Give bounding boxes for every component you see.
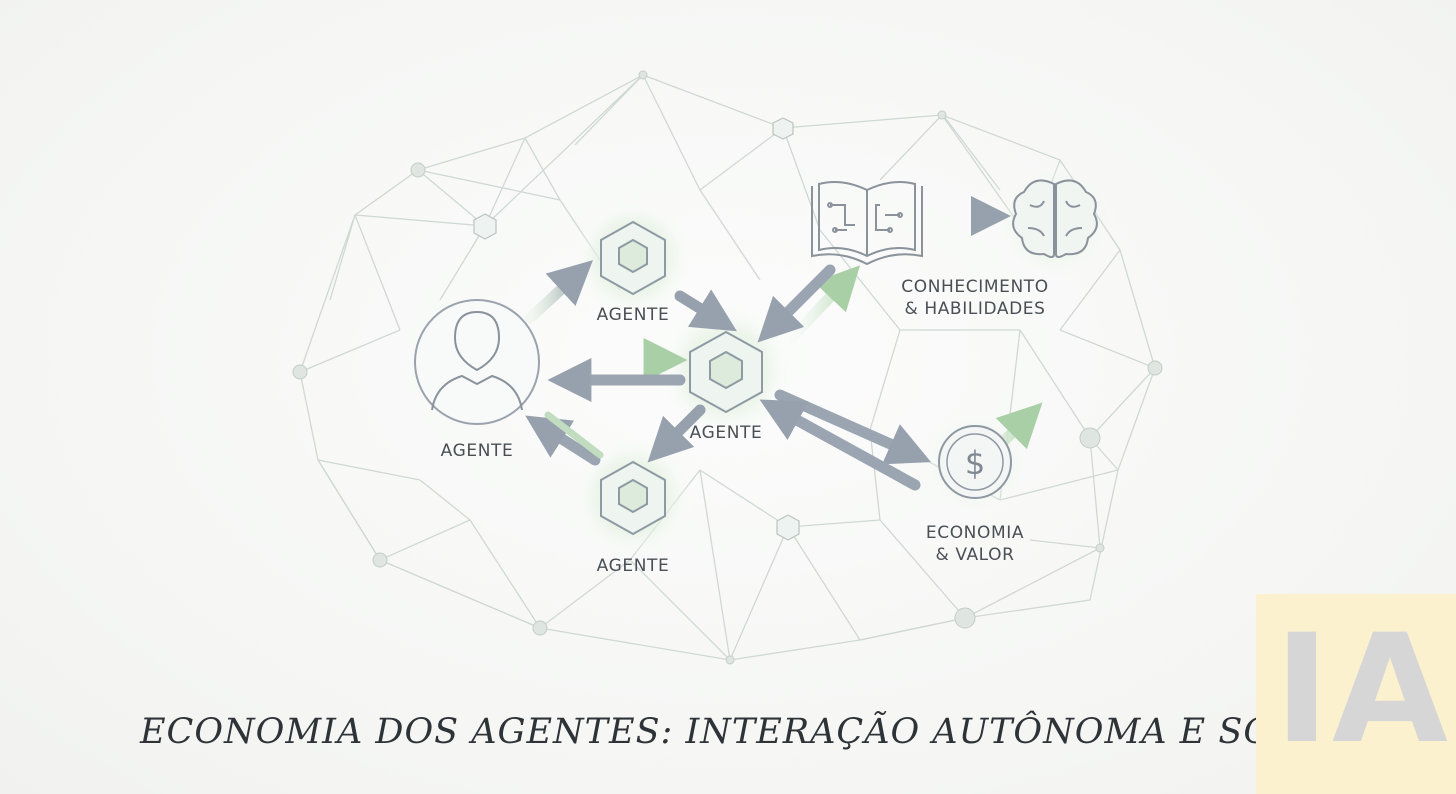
economy-label: ECONOMIA & VALOR: [925, 523, 1025, 565]
brain-icon: [1012, 179, 1098, 258]
ia-badge-text: IA: [1274, 603, 1450, 777]
network-cubes: [473, 117, 800, 541]
agent-label-person: AGENTE: [440, 441, 514, 461]
connection-arrows: [524, 196, 1043, 511]
ia-badge: [1256, 594, 1456, 794]
knowledge-label: CONHECIMENTO & HABILIDADES: [901, 277, 1049, 319]
page-title: ECONOMIA DOS AGENTES: INTERAÇÃO AUTÔNOMA…: [140, 712, 1456, 752]
agent-label-bottom: AGENTE: [596, 556, 670, 576]
network-nodes: [292, 70, 1163, 665]
dollar-coin-icon: $: [938, 425, 1012, 499]
person-icon: [414, 299, 540, 425]
agent-label-top: AGENTE: [596, 305, 670, 325]
svg-text:$: $: [965, 444, 985, 482]
hexagon-agent-icon: [689, 330, 763, 414]
book-circuit-icon: [811, 181, 923, 266]
hexagon-agent-icon: [600, 460, 666, 536]
agent-label-center: AGENTE: [689, 423, 763, 443]
hexagon-agent-icon: [600, 220, 666, 296]
